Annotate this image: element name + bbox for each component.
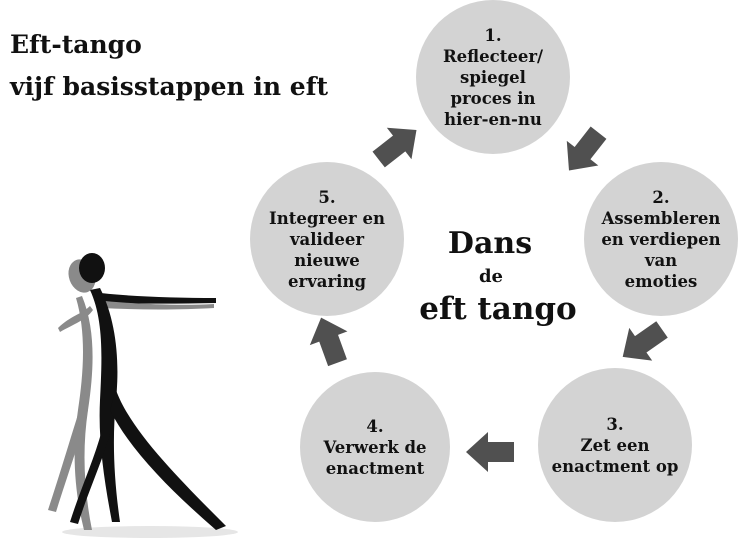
center-label-de: de: [478, 266, 504, 287]
step-number: 1.: [484, 25, 502, 45]
diagram-title: Eft-tango: [10, 30, 142, 59]
diagram-subtitle: vijf basisstappen in eft: [10, 72, 329, 101]
step-text: spiegel: [460, 67, 526, 87]
step-text: Reflecteer/: [442, 46, 544, 66]
step-number: 3.: [606, 414, 624, 434]
step-text: nieuwe: [294, 250, 360, 270]
step-text: enactment: [325, 458, 425, 478]
cycle-arrow-icon: [566, 126, 607, 171]
step-number: 2.: [652, 187, 670, 207]
step-4-circle: 4. Verwerk de enactment: [300, 372, 450, 522]
cycle-arrow-icon: [622, 321, 668, 361]
cycle-arrow-icon: [309, 317, 348, 367]
step-2-circle: 2. Assembleren en verdiepen van emoties: [584, 162, 738, 316]
cycle-arrow-icon: [372, 127, 417, 168]
step-1-circle: 1. Reflecteer/ spiegel proces in hier-en…: [416, 0, 570, 154]
step-text: emoties: [624, 271, 698, 291]
center-label-eft-tango: eft tango: [419, 291, 577, 327]
cycle-arrow-icon: [466, 432, 514, 472]
tango-dancers-icon: [48, 253, 238, 538]
step-text: hier-en-nu: [444, 109, 542, 129]
step-text: Integreer en: [269, 208, 385, 228]
step-text: Assembleren: [601, 208, 721, 228]
step-3-circle: 3. Zet een enactment op: [538, 368, 692, 522]
step-text: valideer: [289, 229, 365, 249]
step-text: ervaring: [288, 271, 366, 291]
center-label-dans: Dans: [447, 226, 533, 261]
step-text: proces in: [450, 88, 536, 108]
step-number: 5.: [318, 187, 336, 207]
step-number: 4.: [366, 416, 384, 436]
step-text: en verdiepen: [601, 229, 721, 249]
step-text: Zet een: [580, 435, 650, 455]
step-5-circle: 5. Integreer en valideer nieuwe ervaring: [250, 162, 404, 316]
step-text: enactment op: [551, 456, 679, 476]
step-text: van: [644, 250, 678, 270]
step-text: Verwerk de: [323, 437, 427, 457]
